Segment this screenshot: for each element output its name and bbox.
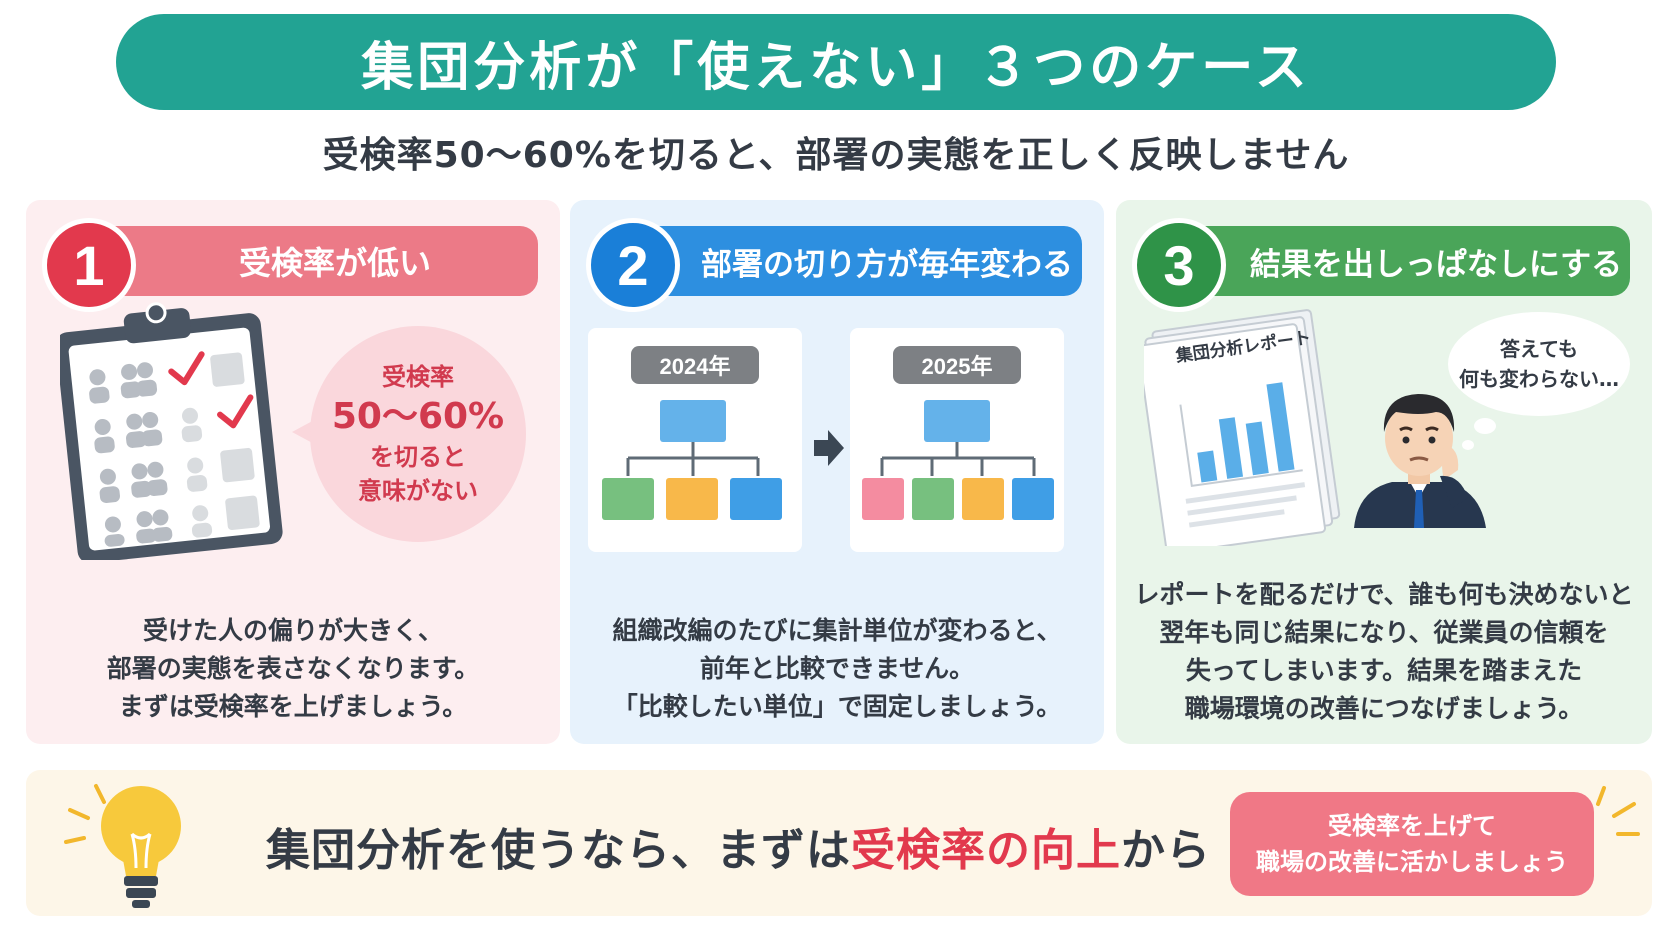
lightbulb-icon	[101, 786, 181, 908]
case-number-2: 2	[586, 218, 680, 312]
clipboard-icon	[60, 302, 283, 560]
org-chart-icon	[602, 400, 782, 520]
case-number-1: 1	[42, 218, 136, 312]
thought-dot	[1474, 418, 1496, 434]
spark-icon	[64, 784, 106, 844]
case-heading-3: 結果を出しっぱなしにする	[1184, 226, 1630, 296]
banner-message: 集団分析を使うなら、まずは受検率の向上から	[266, 825, 1211, 876]
org-chart-icon	[862, 400, 1054, 520]
check-icon	[168, 351, 205, 386]
case-panel-1: 受検率が低い 1	[26, 200, 560, 744]
thought-bubble: 答えても 何も変わらない…	[1448, 312, 1630, 416]
banner-highlight: 受検率の向上	[851, 825, 1121, 876]
case-panel-3: 結果を出しっぱなしにする 3 集団分析レポート 答えても 何も変わらない…	[1116, 200, 1652, 744]
report-icon: 集団分析レポート	[1144, 306, 1344, 546]
year-tag-2025: 2025年	[893, 346, 1021, 384]
speech-bubble: 受検率 50〜60% を切ると 意味がない	[310, 326, 526, 542]
case-panel-2: 部署の切り方が毎年変わる 2 2024年 2025年 組織改編のたびに集計単位が…	[570, 200, 1104, 744]
org-chart-2025: 2025年	[850, 328, 1064, 552]
case-description-1: 受けた人の偏りが大きく、 部署の実態を表さなくなります。 まずは受検率を上げまし…	[106, 616, 480, 721]
thought-dot	[1462, 440, 1474, 450]
page-subtitle: 受検率50〜60%を切ると、部署の実態を正しく反映しません	[322, 135, 1350, 176]
case-description-2: 組織改編のたびに集計単位が変わると、 前年と比較できません。 「比較したい単位」…	[612, 616, 1062, 721]
worried-person-icon	[1354, 394, 1486, 528]
case-number-3: 3	[1132, 218, 1226, 312]
spark-icon	[1596, 786, 1640, 836]
org-chart-2024: 2024年	[588, 328, 802, 552]
arrow-right-icon	[814, 430, 844, 466]
bottom-banner: 集団分析を使うなら、まずは受検率の向上から 受検率を上げて 職場の改善に活かしま…	[26, 770, 1652, 916]
year-tag-2024: 2024年	[631, 346, 759, 384]
case-heading-2: 部署の切り方が毎年変わる	[638, 226, 1082, 296]
case-description-3: レポートを配るだけで、誰も何も決めないと 翌年も同じ結果になり、従業員の信頼を …	[1134, 580, 1634, 723]
page-title: 集団分析が「使えない」３つのケース	[116, 14, 1556, 110]
case-heading-1: 受検率が低い	[94, 226, 538, 296]
cta-box: 受検率を上げて 職場の改善に活かしましょう	[1230, 792, 1594, 896]
